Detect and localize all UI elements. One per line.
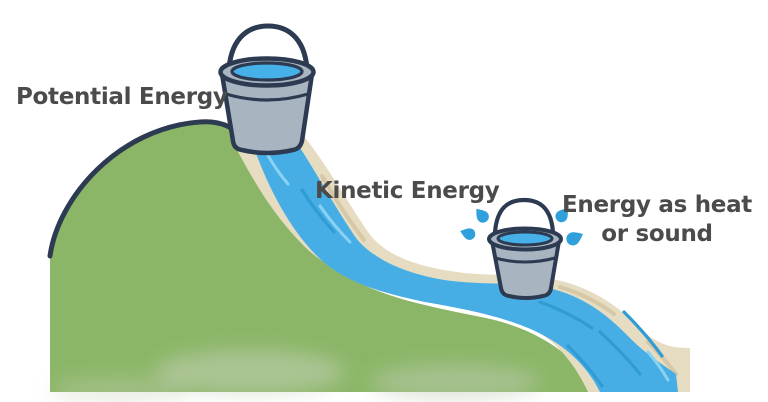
big-bucket-body	[219, 71, 315, 156]
hill-highlight	[50, 350, 540, 402]
big-bucket-water	[230, 61, 304, 82]
big-bucket	[218, 23, 316, 156]
splash-droplet-icon	[566, 232, 583, 246]
splash-droplet-icon	[460, 228, 476, 240]
big-bucket-handle	[226, 23, 310, 71]
hill	[47, 119, 597, 402]
label-heat-line2: or sound	[601, 221, 713, 247]
label-potential-energy: Potential Energy	[16, 84, 228, 110]
label-kinetic-energy: Kinetic Energy	[315, 178, 500, 204]
big-bucket-band	[225, 92, 309, 102]
stream-water	[252, 142, 678, 392]
small-bucket-water	[496, 230, 554, 247]
splash-droplets	[460, 208, 583, 246]
water-streaks-dark	[300, 188, 664, 388]
label-heat-line1: Energy as heat	[562, 192, 752, 218]
splash-droplet-icon	[476, 208, 489, 223]
small-bucket	[460, 197, 583, 300]
splash-droplet-icon	[555, 208, 568, 223]
small-bucket-handle	[492, 197, 556, 235]
small-bucket-body	[490, 239, 561, 300]
small-bucket-band	[494, 256, 556, 264]
label-energy-as-heat-or-sound: Energy as heat or sound	[556, 191, 758, 249]
